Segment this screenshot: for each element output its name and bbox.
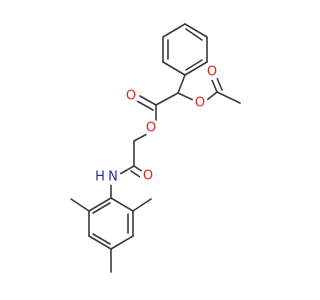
atom-label-o: O bbox=[146, 121, 156, 136]
bond bbox=[184, 23, 208, 38]
atom-background bbox=[204, 64, 220, 80]
bond bbox=[110, 235, 134, 250]
bond bbox=[70, 198, 90, 212]
atom-background bbox=[192, 95, 208, 111]
nitrogen-atom-amide: N H bbox=[95, 169, 121, 185]
bond bbox=[155, 92, 179, 106]
atom-background bbox=[105, 169, 121, 185]
oxygen-atom-ester-link: O bbox=[143, 120, 159, 136]
atom-label-layer: O O O O O N H bbox=[95, 64, 220, 185]
bond bbox=[133, 165, 144, 173]
bond bbox=[185, 59, 203, 71]
oxygen-atom-amide: O bbox=[140, 168, 156, 184]
atom-label-o: O bbox=[207, 65, 217, 80]
bond bbox=[211, 79, 218, 93]
atom-background bbox=[123, 88, 139, 104]
oxygen-atom-acetoxy: O bbox=[192, 95, 208, 111]
bond bbox=[88, 235, 112, 250]
bond bbox=[177, 92, 194, 101]
bond bbox=[162, 61, 186, 76]
bond bbox=[132, 198, 152, 212]
bond bbox=[177, 74, 186, 94]
bond bbox=[136, 100, 154, 111]
atom-label-o: O bbox=[126, 89, 136, 104]
bond bbox=[88, 197, 112, 212]
bond bbox=[92, 233, 111, 245]
oxygen-atom-ester-carbonyl: O bbox=[123, 88, 139, 104]
atom-background bbox=[140, 168, 156, 184]
bond bbox=[139, 95, 157, 106]
atom-label-h: H bbox=[95, 170, 105, 185]
bond bbox=[206, 91, 218, 101]
atom-label-o: O bbox=[143, 169, 153, 184]
bond-layer bbox=[70, 23, 241, 273]
bond bbox=[162, 23, 186, 38]
bond bbox=[184, 61, 208, 76]
molecule-structure: O O O O O N H bbox=[70, 23, 241, 273]
atom-label-n: N bbox=[108, 170, 118, 185]
atom-background bbox=[143, 120, 159, 136]
bond bbox=[110, 197, 134, 212]
oxygen-atom-acetyl-carbonyl: O bbox=[204, 64, 220, 80]
bond bbox=[119, 165, 135, 175]
bond bbox=[130, 170, 141, 178]
bond bbox=[216, 91, 241, 104]
bond bbox=[216, 77, 223, 91]
bond bbox=[92, 202, 111, 214]
atom-label-o: O bbox=[195, 96, 205, 111]
bond bbox=[133, 133, 148, 142]
bond bbox=[185, 28, 203, 41]
